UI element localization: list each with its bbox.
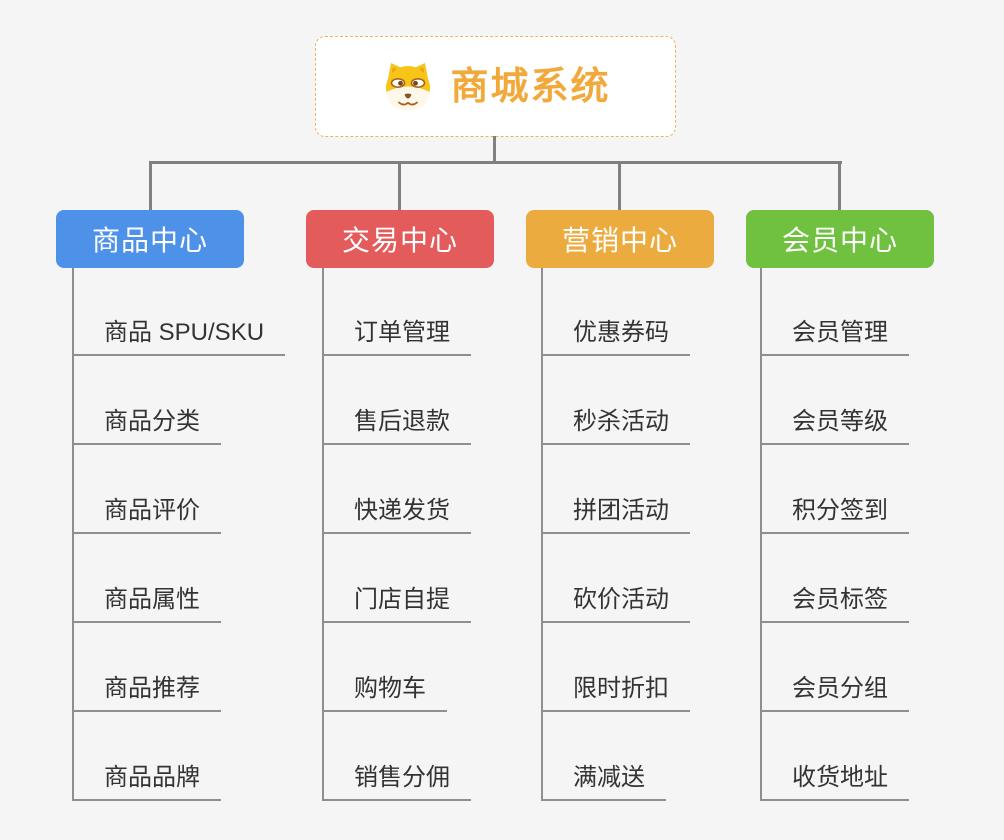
connector-spine-member: [760, 268, 762, 801]
branch-node-trade-center[interactable]: 交易中心: [306, 210, 494, 268]
leaf-item[interactable]: 优惠券码: [541, 318, 690, 356]
connector-drop-trade: [398, 161, 401, 210]
leaf-item[interactable]: 会员管理: [760, 318, 909, 356]
leaf-item[interactable]: 商品 SPU/SKU: [72, 318, 286, 356]
leaf-item[interactable]: 订单管理: [322, 318, 471, 356]
leaf-item[interactable]: 砍价活动: [541, 585, 690, 623]
leaf-item[interactable]: 会员标签: [760, 585, 909, 623]
connector-drop-marketing: [618, 161, 621, 210]
connector-horizontal-rail: [150, 161, 842, 164]
root-node-mall-system[interactable]: 商城系统: [315, 36, 676, 137]
leaf-item[interactable]: 商品品牌: [72, 763, 221, 801]
connector-drop-product: [149, 161, 152, 210]
leaf-item[interactable]: 拼团活动: [541, 496, 690, 534]
leaf-item[interactable]: 商品属性: [72, 585, 221, 623]
leaf-item[interactable]: 商品推荐: [72, 674, 221, 712]
leaf-item[interactable]: 限时折扣: [541, 674, 690, 712]
leaf-item[interactable]: 售后退款: [322, 407, 471, 445]
leaf-item[interactable]: 商品分类: [72, 407, 221, 445]
branch-node-product-center[interactable]: 商品中心: [56, 210, 244, 268]
leaf-item[interactable]: 购物车: [322, 674, 447, 712]
connector-spine-product: [72, 268, 74, 801]
leaf-item[interactable]: 收货地址: [760, 763, 909, 801]
leaf-item[interactable]: 秒杀活动: [541, 407, 690, 445]
leaf-item[interactable]: 商品评价: [72, 496, 221, 534]
connector-drop-member: [838, 161, 841, 210]
leaf-item[interactable]: 销售分佣: [322, 763, 471, 801]
shiba-dog-icon: [380, 61, 436, 113]
root-title: 商城系统: [450, 65, 611, 108]
branch-node-marketing-center[interactable]: 营销中心: [526, 210, 714, 268]
connector-spine-marketing: [541, 268, 543, 801]
leaf-item[interactable]: 快递发货: [322, 496, 471, 534]
leaf-item[interactable]: 积分签到: [760, 496, 909, 534]
leaf-item[interactable]: 满减送: [541, 763, 666, 801]
leaf-item[interactable]: 会员分组: [760, 674, 909, 712]
branch-node-member-center[interactable]: 会员中心: [746, 210, 934, 268]
leaf-item[interactable]: 会员等级: [760, 407, 909, 445]
connector-spine-trade: [322, 268, 324, 801]
leaf-item[interactable]: 门店自提: [322, 585, 471, 623]
connector-root-stem: [493, 136, 496, 163]
